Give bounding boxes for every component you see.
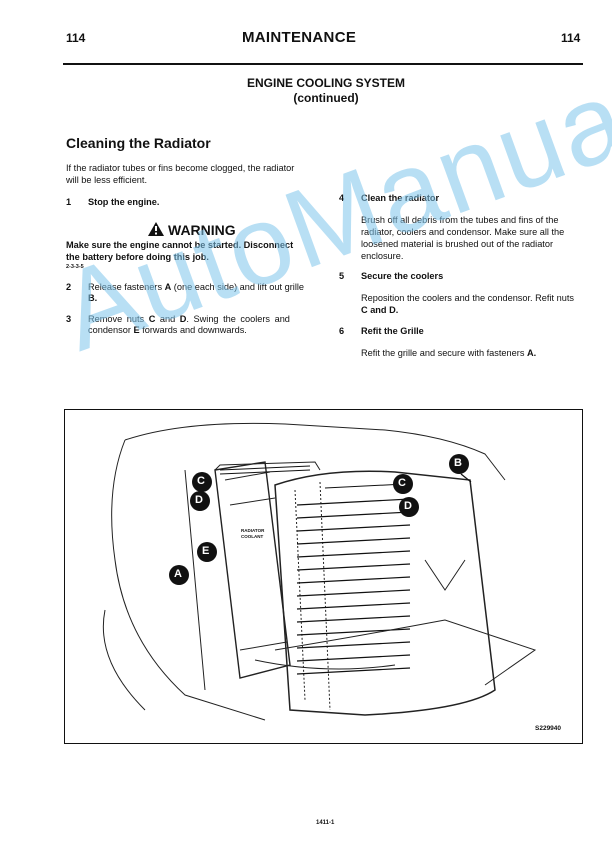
step-1-number: 1 [66,197,72,207]
step-1-text: Stop the engine. [88,197,160,207]
step-4-line-1: Brush off all debris from the tubes and … [361,215,559,225]
step-4-line-4: enclosure. [361,251,404,261]
radiator-fin [296,615,411,623]
warning-reference: 2-3-3-5 [66,264,84,270]
footer-code: 1411-1 [316,820,335,826]
callout-d-left: D [189,490,211,517]
warning-title: WARNING [168,222,236,238]
cleaning-heading: Cleaning the Radiator [66,135,211,151]
callout-c-right: C [392,473,414,500]
radiator-fin [296,667,411,675]
radiator-fin [296,654,411,662]
callout-b: B [447,452,477,487]
warning-triangle-icon [148,222,164,241]
step-2-line-1: Release fasteners A (one each side) and … [88,282,305,292]
step-6-number: 6 [339,326,345,336]
step-3-number: 3 [66,314,72,324]
step-4-title: Clean the radiator [361,193,440,203]
step-3-line-2: condensor E forwards and downwards. [88,325,247,335]
step-2-line-2: B. [88,293,98,303]
step-5-title: Secure the coolers [361,271,444,281]
callout-e: E [196,541,218,568]
section-title: ENGINE COOLING SYSTEM [246,76,405,90]
intro-line-2: will be less efficient. [66,175,148,185]
page-title: MAINTENANCE [242,29,357,46]
step-5-number: 5 [339,271,345,281]
step-6-line-1: Refit the grille and secure with fastene… [361,348,537,358]
step-5-line-1: Reposition the coolers and the condensor… [361,293,574,303]
section-subtitle: (continued) [293,91,359,105]
radiator-fin [296,641,411,649]
step-2-number: 2 [66,282,72,292]
step-3-line-1: Remove nuts C and D. Swing the coolers a… [88,314,290,324]
callout-c-left: C [191,471,213,498]
intro-line-1: If the radiator tubes or fins become clo… [66,163,295,173]
figure-reference-code: S229940 [535,725,562,732]
radiator-drawing [102,422,537,721]
warning-line-2: the battery before doing this job. [66,252,209,262]
step-6-title: Refit the Grille [361,326,424,336]
radiator-fin [296,511,411,519]
page-number-left: 114 [66,31,86,45]
radiator-fin [296,498,411,506]
radiator-fin [296,589,411,597]
header-rule [63,63,583,65]
radiator-fin [296,550,411,558]
callout-d-right: D [398,496,420,523]
step-5-line-2: C and D. [361,305,399,315]
radiator-fin [296,537,411,545]
step-4-number: 4 [339,193,345,203]
warning-line-1: Make sure the engine cannot be started. … [66,240,294,250]
decal-label-2: COOLANT [241,534,264,539]
radiator-fin [296,524,411,532]
radiator-fin [296,576,411,584]
step-4-line-3: loosened material is brushed out of the … [361,239,554,249]
decal-label-1: RADIATOR [241,528,265,533]
radiator-fin [296,563,411,571]
callout-a: A [168,564,190,591]
step-4-line-2: radiator, coolers and condensor. Make su… [361,227,565,237]
radiator-fin [296,602,411,610]
radiator-illustration: B C D C D E A RADIATOR COOLANT S229940 [64,409,583,744]
page-number-right: 114 [561,31,581,45]
